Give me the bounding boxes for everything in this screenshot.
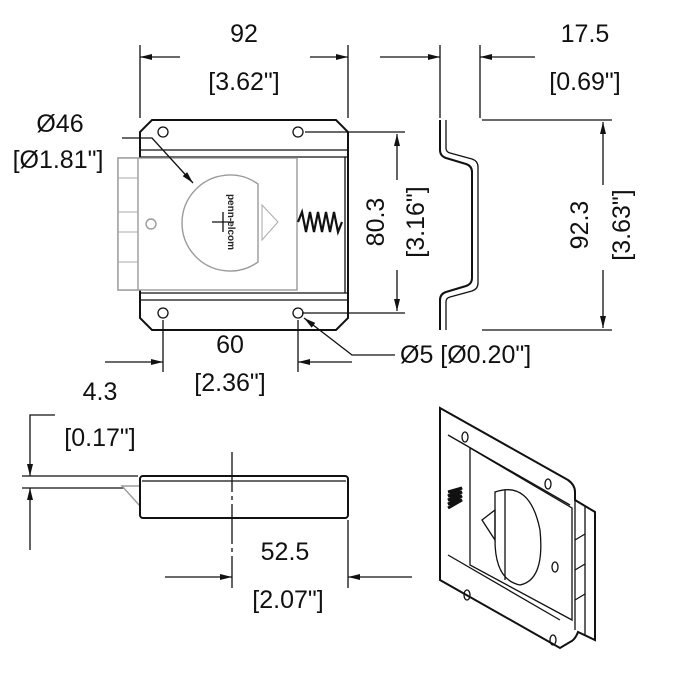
mounting-hole <box>292 126 304 138</box>
isometric-view <box>439 406 596 650</box>
spring <box>296 208 344 236</box>
dim-width-inch: [3.62"] <box>208 68 279 96</box>
dim-offset-mm: 52.5 <box>261 538 310 566</box>
dim-inner-height-mm: 80.3 <box>362 198 390 247</box>
logo: penn-elcom <box>225 194 236 250</box>
dim-hole-spacing-mm: 60 <box>216 331 244 359</box>
dim-width-mm: 92 <box>230 20 258 48</box>
slider: penn-elcom <box>117 157 298 291</box>
edge-view <box>120 452 349 588</box>
dim-outer-height-mm: 92.3 <box>566 201 594 250</box>
dim-depth-mm: 17.5 <box>561 20 610 48</box>
mounting-hole <box>292 307 304 319</box>
mounting-hole <box>157 307 169 319</box>
dim-offset-inch: [2.07"] <box>252 586 323 614</box>
dim-cutout-mm: Ø46 <box>36 110 83 138</box>
dim-hole-spacing-inch: [2.36"] <box>194 369 265 397</box>
mounting-hole <box>157 126 169 138</box>
front-view: penn-elcom <box>117 119 349 331</box>
dim-thickness-inch: [0.17"] <box>64 424 135 452</box>
side-profile <box>439 120 479 330</box>
dim-depth-inch: [0.69"] <box>549 68 620 96</box>
dim-thickness-mm: 4.3 <box>83 378 118 406</box>
dim-outer-height-inch: [3.63"] <box>608 189 636 260</box>
arrow-triangle-icon <box>261 203 279 242</box>
dim-inner-height-inch: [3.16"] <box>402 186 430 257</box>
dim-hole-diameter: Ø5 [Ø0.20"] <box>400 341 531 369</box>
dim-cutout-inch: [Ø1.81"] <box>13 146 104 174</box>
cutout-circle <box>181 174 259 272</box>
